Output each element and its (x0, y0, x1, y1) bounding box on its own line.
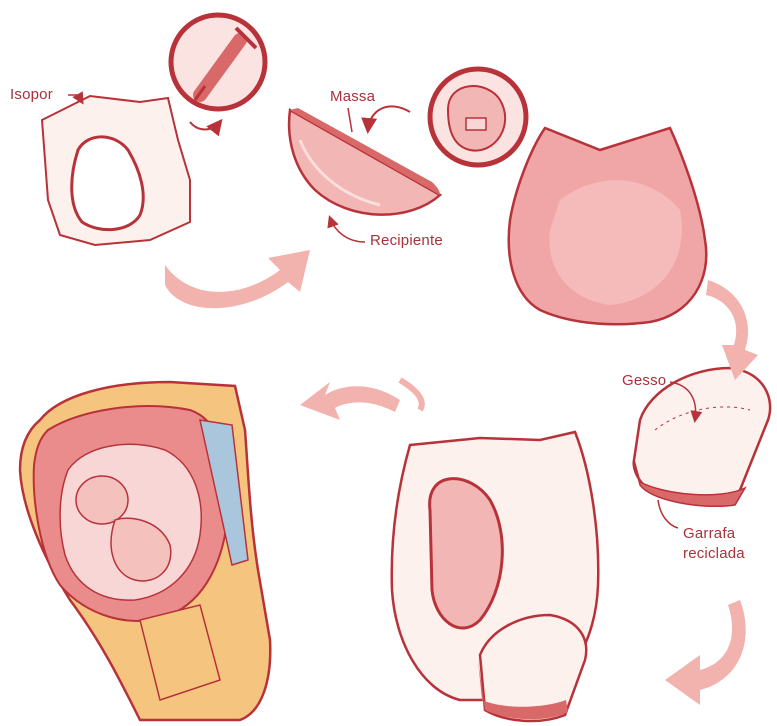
clay-zoom-inset (368, 69, 526, 165)
flow-arrow-2 (706, 280, 758, 380)
pregnancy-anatomy-illustration (20, 382, 270, 720)
label-gesso: Gesso (622, 372, 666, 389)
flow-arrow-4 (300, 380, 422, 420)
final-belly-model (392, 432, 599, 721)
label-recipiente: Recipiente (370, 232, 443, 249)
recipient-bowl (289, 108, 440, 215)
flow-arrow-1 (165, 250, 310, 308)
recipiente-pointer (330, 218, 365, 242)
styrofoam-piece (42, 96, 190, 245)
massa-pointer (348, 108, 352, 132)
flow-arrow-3 (615, 600, 746, 705)
cutter-zoom-inset (171, 15, 265, 130)
garrafa-pointer (658, 500, 678, 528)
label-isopor: Isopor (10, 86, 53, 103)
label-garrafa: Garrafa (683, 525, 735, 542)
label-reciclada: reciclada (683, 545, 745, 562)
molded-belly-form (509, 128, 707, 324)
label-massa: Massa (330, 88, 375, 105)
